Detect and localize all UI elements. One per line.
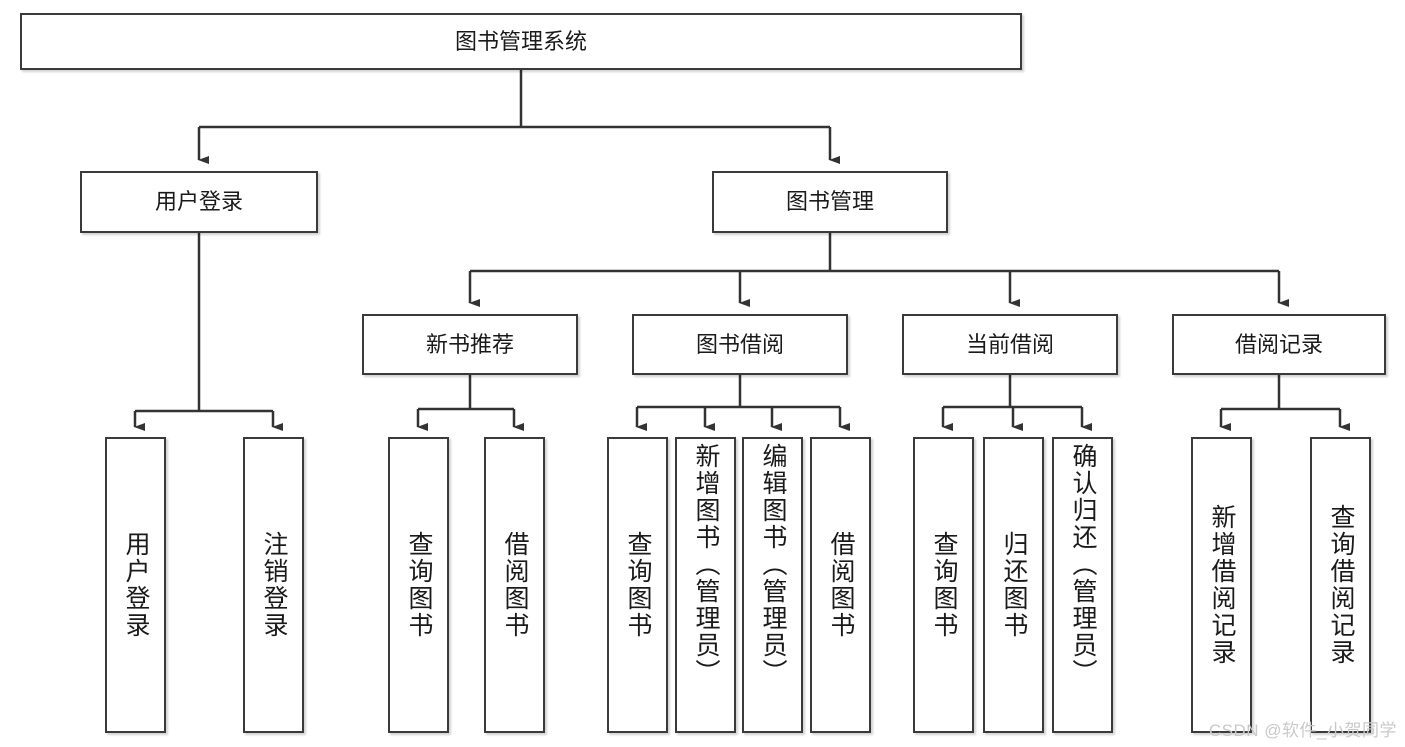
node-book-manage-label: 图书管理	[785, 189, 874, 215]
csdn-watermark: CSDN @软件_小贺同学	[1208, 721, 1397, 740]
node-leaf-confirm-return-admin[interactable]: 确认归还（管理员）	[1052, 437, 1113, 733]
node-leaf-borrow-book-2[interactable]: 借阅图书	[810, 437, 871, 733]
node-leaf-query-book-3-label: 查询图书	[930, 531, 958, 639]
node-leaf-add-borrow-record[interactable]: 新增借阅记录	[1191, 437, 1252, 733]
node-leaf-add-borrow-record-label: 新增借阅记录	[1208, 504, 1236, 666]
node-root-system-label: 图书管理系统	[454, 28, 587, 54]
edges-bookborrow-to-leaves	[635, 375, 850, 431]
node-root-system[interactable]: 图书管理系统	[20, 13, 1022, 70]
node-leaf-return-book[interactable]: 归还图书	[983, 437, 1044, 733]
node-leaf-borrow-book-2-label: 借阅图书	[827, 531, 855, 639]
edges-recommend-to-leaves	[416, 375, 524, 431]
node-leaf-user-login-label: 用户登录	[122, 531, 150, 639]
node-current-borrow[interactable]: 当前借阅	[902, 314, 1118, 375]
node-leaf-query-borrow-record-label: 查询借阅记录	[1327, 504, 1355, 666]
node-current-borrow-label: 当前借阅	[965, 331, 1054, 357]
node-borrow-record-label: 借阅记录	[1234, 331, 1323, 357]
node-leaf-add-book-admin[interactable]: 新增图书（管理员）	[675, 437, 736, 733]
node-leaf-logout-login-label: 注销登录	[260, 531, 288, 639]
node-leaf-query-borrow-record[interactable]: 查询借阅记录	[1310, 437, 1371, 733]
edges-userlogin-to-leaves	[133, 233, 283, 431]
node-book-manage[interactable]: 图书管理	[712, 171, 948, 233]
node-leaf-return-book-label: 归还图书	[1000, 531, 1028, 639]
node-book-borrow-label: 图书借阅	[695, 331, 784, 357]
edges-currentborrow-to-leaves	[941, 375, 1092, 431]
node-leaf-edit-book-admin[interactable]: 编辑图书（管理员）	[742, 437, 803, 733]
node-user-login-label: 用户登录	[154, 189, 243, 215]
node-leaf-query-book-3[interactable]: 查询图书	[913, 437, 974, 733]
node-leaf-logout-login[interactable]: 注销登录	[243, 437, 304, 733]
node-leaf-borrow-book-1[interactable]: 借阅图书	[484, 437, 545, 733]
node-leaf-query-book-2[interactable]: 查询图书	[607, 437, 668, 733]
node-leaf-user-login[interactable]: 用户登录	[105, 437, 166, 733]
node-leaf-query-book-1-label: 查询图书	[405, 531, 433, 639]
node-leaf-query-book-1[interactable]: 查询图书	[388, 437, 449, 733]
node-leaf-edit-book-admin-label: 编辑图书（管理员）	[759, 443, 787, 686]
node-leaf-add-book-admin-label: 新增图书（管理员）	[692, 443, 720, 686]
edges-bookmanage-to-level3	[468, 233, 1289, 307]
edges-borrowrecord-to-leaves	[1219, 375, 1350, 431]
edges-root-to-level2	[197, 70, 840, 164]
node-book-borrow[interactable]: 图书借阅	[632, 314, 848, 375]
node-leaf-borrow-book-1-label: 借阅图书	[501, 531, 529, 639]
node-leaf-query-book-2-label: 查询图书	[624, 531, 652, 639]
node-new-book-recommend[interactable]: 新书推荐	[362, 314, 578, 375]
node-user-login[interactable]: 用户登录	[80, 171, 318, 233]
node-new-book-recommend-label: 新书推荐	[425, 331, 514, 357]
node-leaf-confirm-return-admin-label: 确认归还（管理员）	[1069, 443, 1097, 686]
node-borrow-record[interactable]: 借阅记录	[1172, 314, 1386, 375]
